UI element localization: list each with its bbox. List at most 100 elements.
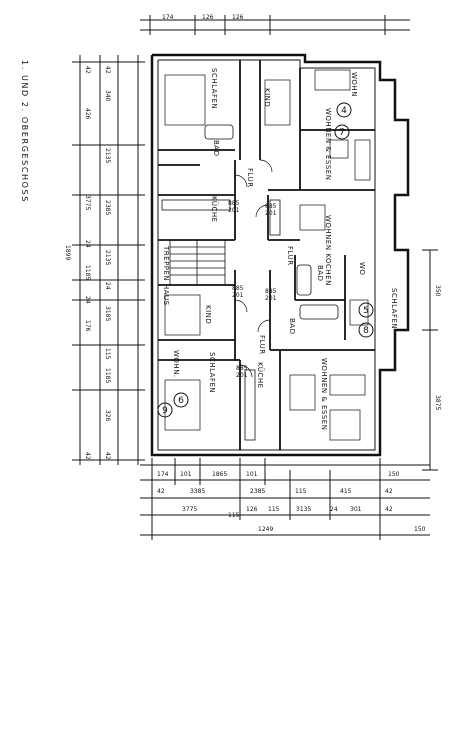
unit-number: 8 — [363, 326, 369, 336]
room-wohnen-essen-top: WOHNEN & ESSEN — [324, 108, 332, 180]
dim-label: 3135 — [296, 506, 311, 513]
unit-number: 4 — [341, 106, 347, 116]
furniture — [164, 69, 371, 441]
left-dimension-lines — [72, 55, 145, 465]
door-swing-icon — [234, 159, 273, 378]
unit-numbers: 4 7 5 8 6 9 — [162, 106, 369, 416]
door-size: 885 — [236, 365, 248, 372]
interior-walls — [158, 60, 375, 450]
room-wohn-top: WOHN — [350, 72, 358, 97]
dim-label: 42 — [157, 488, 165, 495]
dim-label: 301 — [350, 506, 362, 513]
dim-label: 3185 — [104, 306, 111, 321]
room-bad-2: BAD — [316, 265, 324, 281]
room-schlafen-bottom: SCHLAFEN — [208, 352, 216, 393]
dim-label: 150 — [414, 526, 426, 533]
dim-label: 126 — [202, 14, 214, 21]
outer-walls — [150, 53, 410, 457]
room-flur-1: FLUR — [246, 168, 254, 188]
right-dimension-labels: 350 3875 — [434, 285, 441, 410]
room-kind-top: KIND — [263, 88, 271, 107]
door-size: 885 — [232, 285, 244, 292]
dim-label: 24 — [330, 506, 338, 513]
door-size: 201 — [228, 207, 240, 214]
dim-label: 150 — [388, 471, 400, 478]
dim-label: 340 — [104, 90, 111, 102]
dim-label: 101 — [246, 471, 258, 478]
room-wohn-bottom: WOHN. — [172, 350, 180, 378]
unit-number: 6 — [178, 396, 184, 406]
dim-label: 115 — [295, 488, 307, 495]
dim-label: 115 — [228, 512, 240, 519]
door-size: 201 — [265, 210, 277, 217]
sheet-title: 1. UND 2. OBERGESCHOSS — [20, 60, 29, 203]
dim-label: 101 — [180, 471, 192, 478]
dim-label: 174 — [157, 471, 169, 478]
room-treppenhaus: TREPPEN HAUS — [162, 245, 170, 306]
unit-number: 9 — [162, 406, 168, 416]
dim-label: 176 — [84, 320, 91, 332]
room-kind-mid: KIND — [204, 305, 212, 324]
dim-label: 42 — [84, 66, 91, 74]
room-wohnen-essen-bottom: WOHNEN & ESSEN — [320, 358, 328, 430]
unit-number: 7 — [339, 128, 345, 138]
bottom-dimension-labels: 174 101 1865 101 150 42 3385 2385 115 41… — [157, 471, 426, 533]
dim-label: 126 — [232, 14, 244, 21]
dim-label: 3775 — [182, 506, 197, 513]
room-schlafen-right: SCHLAFEN — [390, 288, 398, 329]
dim-label: 24 — [84, 240, 91, 248]
dim-label: 426 — [84, 108, 91, 120]
dim-label: 1185 — [104, 368, 111, 383]
dim-label: 42 — [84, 452, 91, 460]
room-schlafen-top: SCHLAFEN — [210, 68, 218, 109]
dim-label: 42 — [385, 488, 393, 495]
room-wo-mid: WO — [358, 262, 366, 275]
dim-label: 326 — [104, 410, 111, 422]
room-bad-3: BAD — [288, 318, 296, 334]
dim-label: 2135 — [104, 250, 111, 265]
room-flur-3: FLUR — [258, 335, 266, 355]
bottom-dimension-lines — [140, 458, 430, 540]
dim-label: 115 — [104, 348, 111, 360]
dim-label: 1185 — [84, 265, 91, 280]
dim-label: 2135 — [104, 148, 111, 163]
inner-wall-lines — [157, 59, 376, 451]
dim-label: 350 — [434, 285, 441, 297]
left-dimension-labels: 42 426 3775 24 1185 24 176 42 1899 42 34… — [64, 66, 111, 460]
dim-label: 2385 — [104, 200, 111, 215]
bathtub-icon — [204, 124, 339, 320]
top-dimension-labels: 174 126 126 — [162, 14, 244, 21]
dim-label: 415 — [340, 488, 352, 495]
right-dimension-lines — [422, 249, 438, 471]
dim-label: 174 — [162, 14, 174, 21]
dim-label: 3875 — [434, 395, 441, 410]
dim-label: 24 — [84, 296, 91, 304]
dim-label: 2385 — [250, 488, 265, 495]
dim-label: 24 — [104, 282, 111, 290]
dim-label: 1865 — [212, 471, 227, 478]
dim-label: 126 — [246, 506, 258, 513]
door-size: 885 — [265, 203, 277, 210]
unit-circles — [157, 102, 374, 418]
kitchen-counter-icon — [161, 199, 281, 441]
door-size-labels: 885 201 885 201 885 201 885 201 885 201 — [228, 200, 277, 379]
stair-icon — [169, 239, 226, 286]
room-wohnen-kochen: WOHNEN KOCHEN — [324, 215, 332, 286]
dim-label: 1899 — [64, 245, 71, 260]
unit-number: 5 — [363, 306, 369, 316]
door-size: 201 — [236, 372, 248, 379]
dim-label: 42 — [104, 66, 111, 74]
top-dimension-lines — [140, 15, 410, 35]
room-labels: SCHLAFEN KIND WOHN WOHNEN & ESSEN BAD FL… — [162, 68, 398, 430]
room-kueche-1: KÜCHE — [210, 196, 219, 223]
room-kueche-2: KÜCHE — [256, 362, 265, 389]
room-flur-2: FLUR — [286, 246, 294, 266]
dim-label-total: 1249 — [258, 526, 273, 533]
dim-label: 3385 — [190, 488, 205, 495]
door-size: 885 — [265, 288, 277, 295]
door-size: 201 — [232, 292, 244, 299]
dim-label: 115 — [268, 506, 280, 513]
door-size: 885 — [228, 200, 240, 207]
door-size: 201 — [265, 295, 277, 302]
